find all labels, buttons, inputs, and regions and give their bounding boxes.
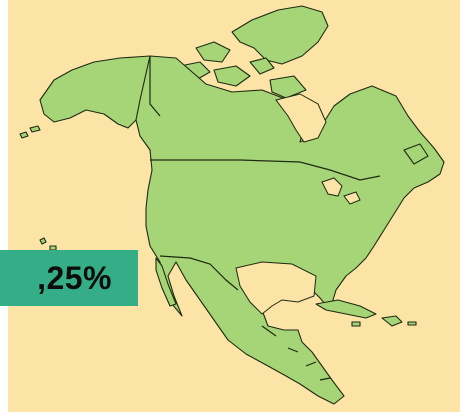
central-america-borders [261,325,331,381]
greenland [231,5,329,65]
aleutian-islands [19,125,41,139]
cuba [315,299,377,319]
arctic-island [195,41,231,63]
gulf-of-mexico [235,261,317,315]
baja-california [155,257,177,307]
hispaniola [381,315,403,327]
arctic-island [269,75,307,99]
us-mexico-border [159,255,239,291]
percent-badge: ,25% [0,250,138,306]
canada-us-border [150,159,381,181]
arctic-island [213,65,251,87]
hudson-bay [275,93,327,143]
alaska-canada-border [149,56,161,117]
hawaii [39,237,57,251]
newfoundland [403,143,429,165]
great-lakes [321,177,361,205]
puerto-rico [407,321,417,326]
arctic-island [249,57,275,75]
jamaica [351,321,361,327]
